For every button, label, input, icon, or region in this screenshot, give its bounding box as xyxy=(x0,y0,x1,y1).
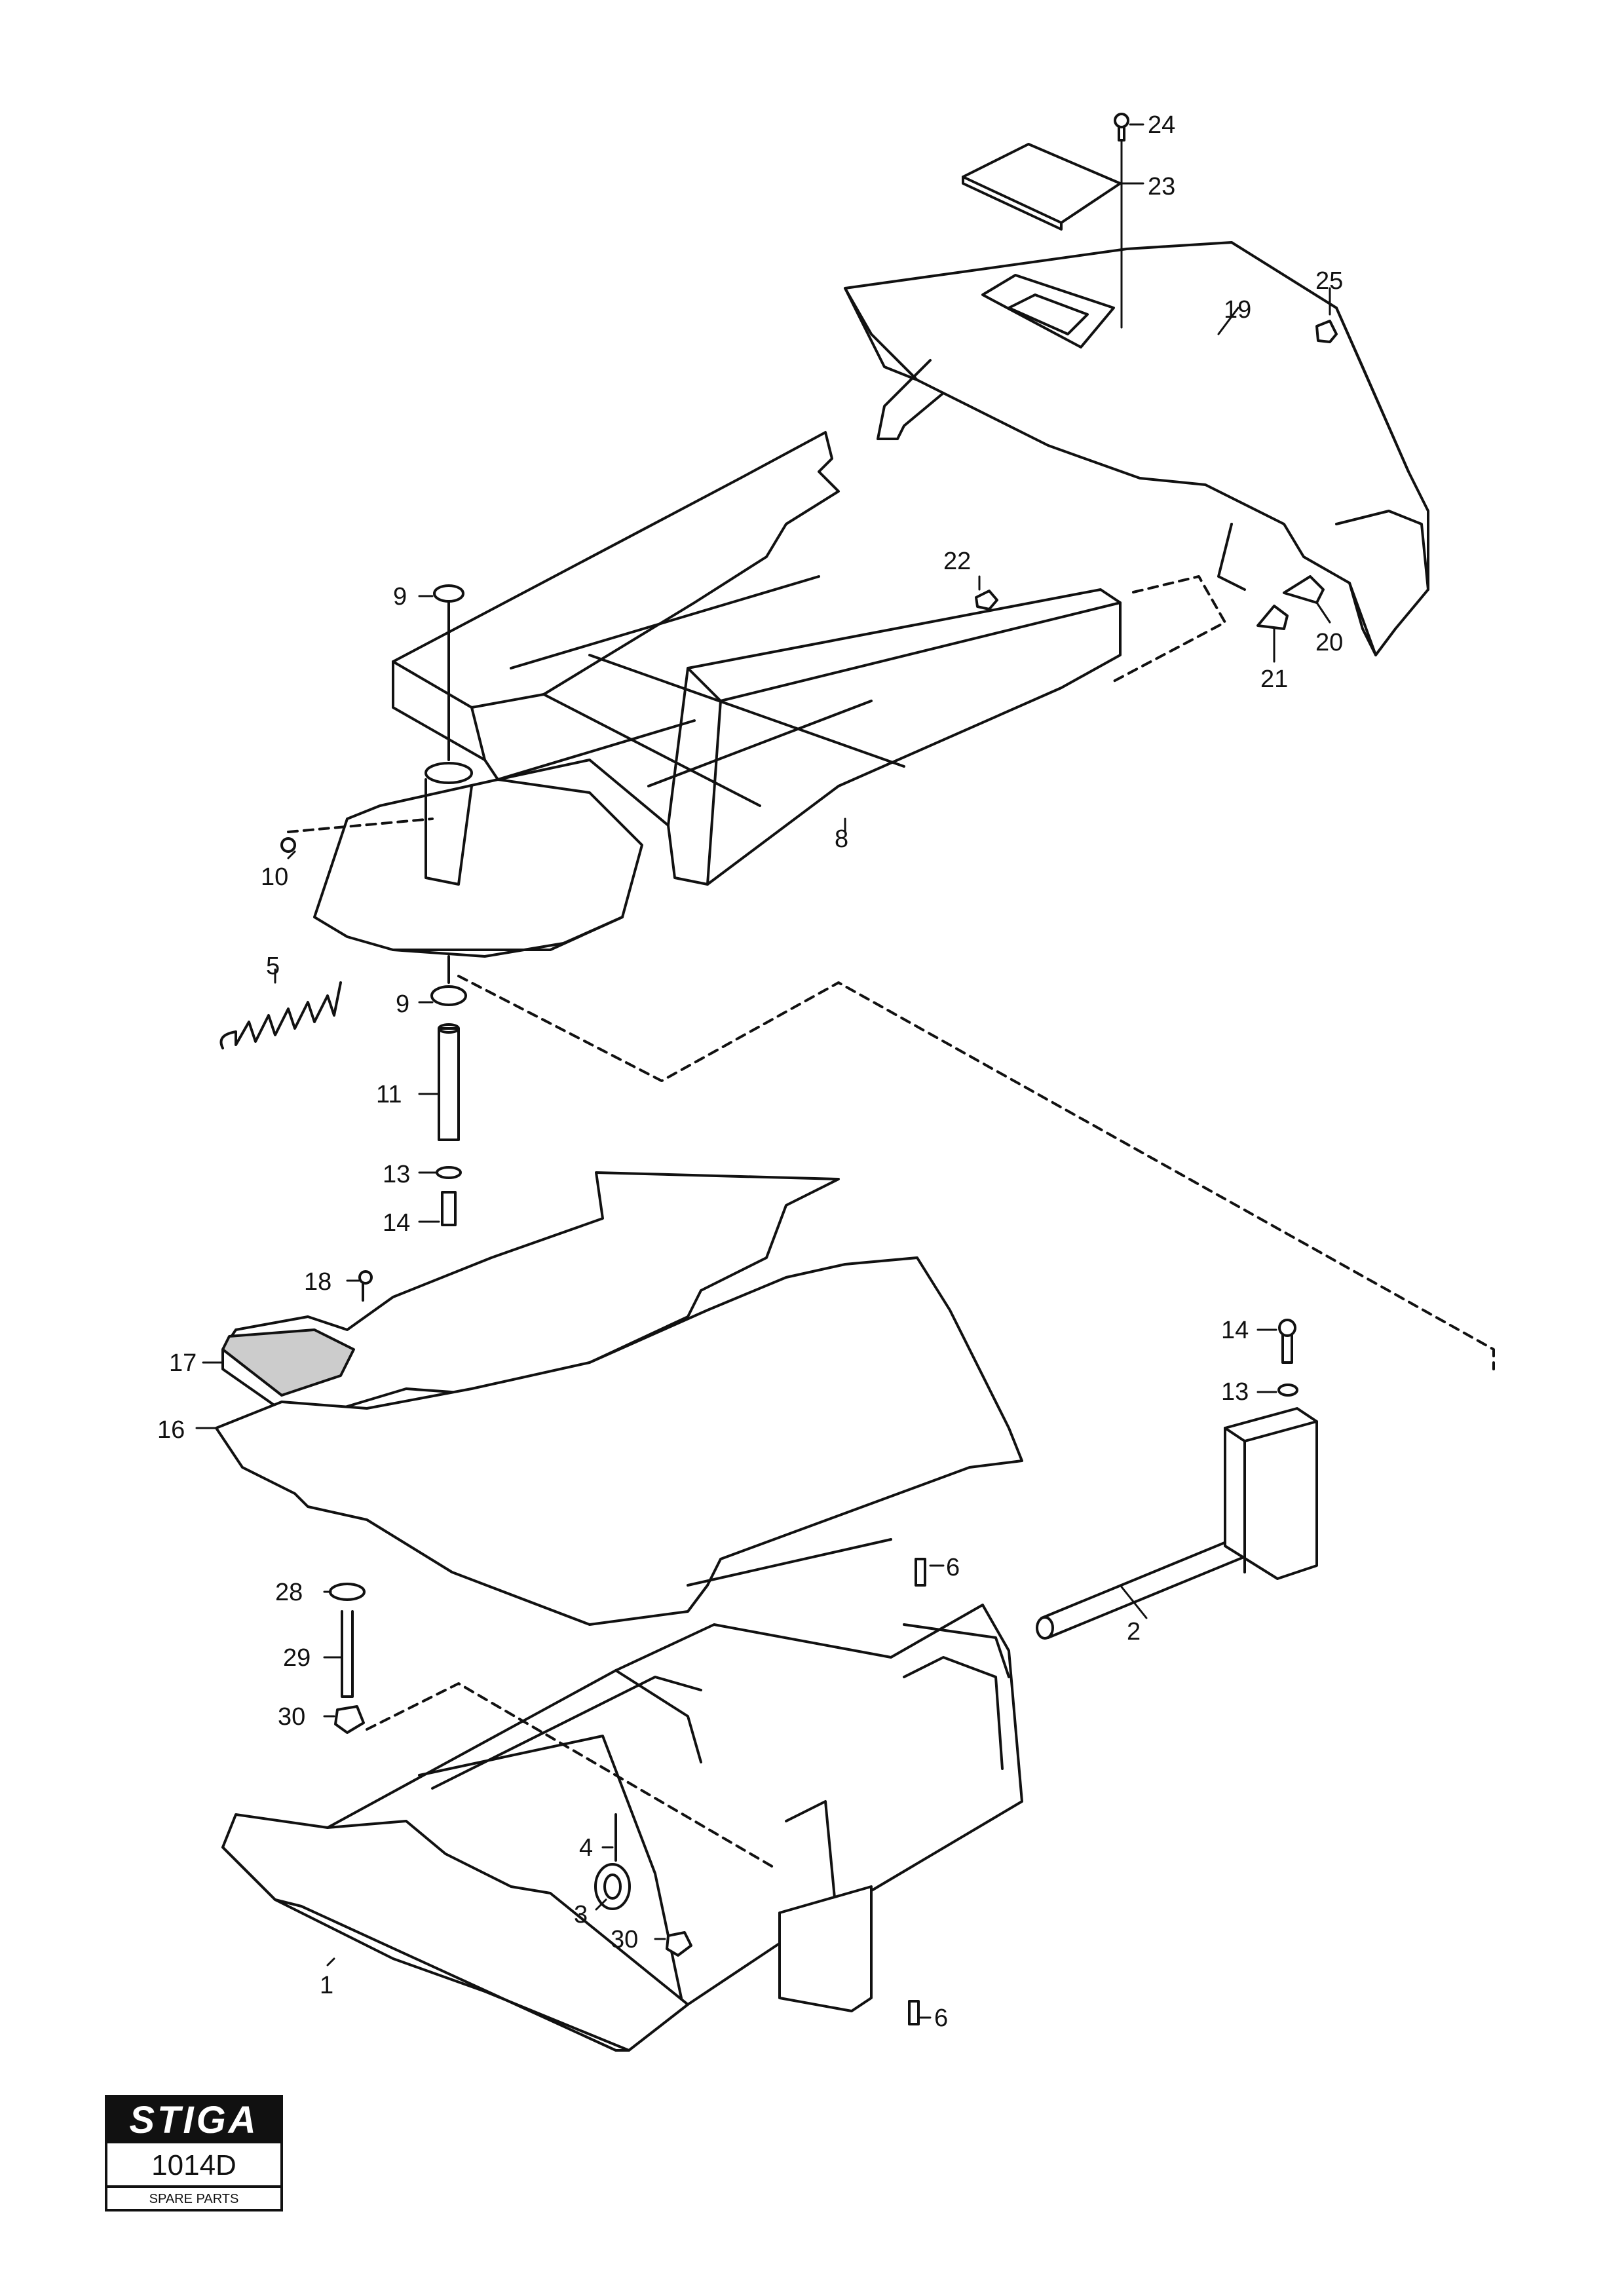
cover-plate-23 xyxy=(962,143,1122,231)
part-label-8: 8 xyxy=(835,825,849,853)
axle-2 xyxy=(1036,1407,1318,1640)
part-label-30-bottom: 30 xyxy=(611,1926,639,1953)
part-label-14-left: 14 xyxy=(383,1209,411,1237)
spare-parts-caption: SPARE PARTS xyxy=(149,2192,239,2206)
part-label-9-bottom: 9 xyxy=(396,990,410,1018)
part-label-20: 20 xyxy=(1315,629,1344,656)
part-label-25: 25 xyxy=(1315,267,1344,295)
assembly-dashed-lines xyxy=(287,575,1495,1868)
part-label-22: 22 xyxy=(943,548,972,575)
leader-lines xyxy=(195,123,1331,2019)
floor-plate-16 xyxy=(215,1256,1023,1626)
part-label-3: 3 xyxy=(574,1901,588,1929)
stiga-brand-logo: STIGA xyxy=(107,2098,280,2143)
main-frame-1 xyxy=(221,1538,1023,2052)
spring-5 xyxy=(219,981,342,1049)
part-label-17: 17 xyxy=(169,1349,197,1377)
hardware xyxy=(280,113,1338,2025)
part-label-16: 16 xyxy=(157,1416,185,1444)
part-label-6-top: 6 xyxy=(946,1554,960,1581)
part-label-29: 29 xyxy=(283,1644,311,1672)
part-label-10: 10 xyxy=(261,863,289,891)
floor-plate-17 xyxy=(221,1171,840,1416)
part-label-9-top: 9 xyxy=(393,583,407,611)
part-label-2: 2 xyxy=(1127,1618,1141,1646)
stiga-spare-parts-logo: STIGA 1014D SPARE PARTS xyxy=(105,2095,283,2211)
upper-frame-8 xyxy=(392,431,1122,886)
part-label-19: 19 xyxy=(1224,296,1252,324)
part-label-24: 24 xyxy=(1148,111,1176,139)
part-label-28: 28 xyxy=(275,1579,303,1606)
pivot-plate xyxy=(313,762,643,958)
diagram-code: 1014D xyxy=(107,2146,280,2188)
part-label-11: 11 xyxy=(376,1081,402,1108)
part-label-1: 1 xyxy=(320,1972,334,1999)
part-label-13-left: 13 xyxy=(383,1161,411,1188)
pin-11 xyxy=(430,584,467,1226)
part-label-18: 18 xyxy=(304,1268,332,1296)
part-label-6-bottom: 6 xyxy=(934,2004,949,2032)
part-label-21: 21 xyxy=(1260,666,1289,693)
part-label-30-left: 30 xyxy=(278,1703,306,1731)
part-label-4: 4 xyxy=(579,1834,594,1862)
part-label-14-right: 14 xyxy=(1221,1317,1249,1344)
rear-cover-19 xyxy=(844,241,1429,656)
part-label-13-right: 13 xyxy=(1221,1378,1249,1406)
part-label-23: 23 xyxy=(1148,173,1176,200)
part-label-5: 5 xyxy=(266,952,280,980)
